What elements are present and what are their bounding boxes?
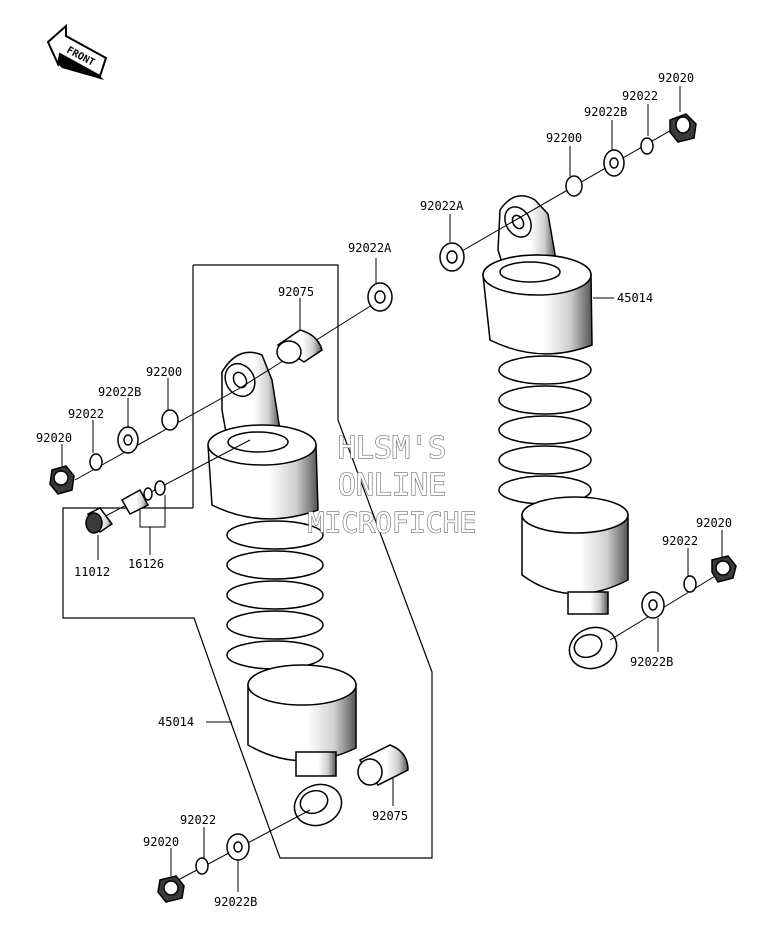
right-washer-92022 bbox=[640, 137, 654, 155]
label-left-92022: 92022 bbox=[68, 407, 104, 421]
svg-text:ONLINE: ONLINE bbox=[338, 468, 446, 503]
label-right-lower-92020: 92020 bbox=[696, 516, 732, 530]
o-ring-16126 bbox=[154, 480, 166, 496]
label-right-92022: 92022 bbox=[622, 89, 658, 103]
leader-lines bbox=[61, 86, 723, 892]
label-left-92020: 92020 bbox=[36, 431, 72, 445]
label-left-11012: 11012 bbox=[74, 565, 110, 579]
left-shock-absorber bbox=[207, 351, 357, 827]
watermark: HLSM'S ONLINE MICROFICHE bbox=[307, 430, 477, 539]
front-arrow-icon: FRONT bbox=[46, 23, 108, 80]
label-left-92200: 92200 bbox=[146, 365, 182, 379]
left-washer-92022 bbox=[89, 453, 103, 471]
svg-text:HLSM'S: HLSM'S bbox=[338, 431, 446, 466]
left-lower-washer-92022 bbox=[195, 857, 209, 875]
label-left-92075-bottom: 92075 bbox=[372, 809, 408, 823]
right-collar-92200 bbox=[565, 175, 583, 197]
valve-16126 bbox=[120, 488, 150, 515]
label-right-92022b: 92022B bbox=[584, 105, 627, 119]
right-hardware bbox=[439, 113, 737, 641]
left-bushing-92075-top bbox=[276, 329, 323, 363]
label-left-45014: 45014 bbox=[158, 715, 194, 729]
left-collar-92200 bbox=[161, 409, 179, 431]
left-hardware bbox=[49, 282, 409, 903]
label-left-16126: 16126 bbox=[128, 557, 164, 571]
label-left-92022a: 92022A bbox=[348, 241, 392, 255]
label-right-45014: 45014 bbox=[617, 291, 653, 305]
label-left-lower-92020: 92020 bbox=[143, 835, 179, 849]
label-right-92022a: 92022A bbox=[420, 199, 464, 213]
left-group-outline bbox=[62, 264, 433, 859]
label-left-lower-92022: 92022 bbox=[180, 813, 216, 827]
label-right-92200: 92200 bbox=[546, 131, 582, 145]
right-lower-washer-92022 bbox=[683, 575, 697, 593]
right-shock-absorber bbox=[482, 195, 629, 670]
svg-text:MICROFICHE: MICROFICHE bbox=[308, 506, 477, 539]
part-labels: 92020 92022 92022B 92200 92022A 45014 92… bbox=[36, 71, 732, 909]
label-left-lower-92022b: 92022B bbox=[214, 895, 257, 909]
label-left-92075-top: 92075 bbox=[278, 285, 314, 299]
label-right-lower-92022b: 92022B bbox=[630, 655, 673, 669]
label-left-92022b: 92022B bbox=[98, 385, 141, 399]
label-right-lower-92022: 92022 bbox=[662, 534, 698, 548]
label-right-92020: 92020 bbox=[658, 71, 694, 85]
